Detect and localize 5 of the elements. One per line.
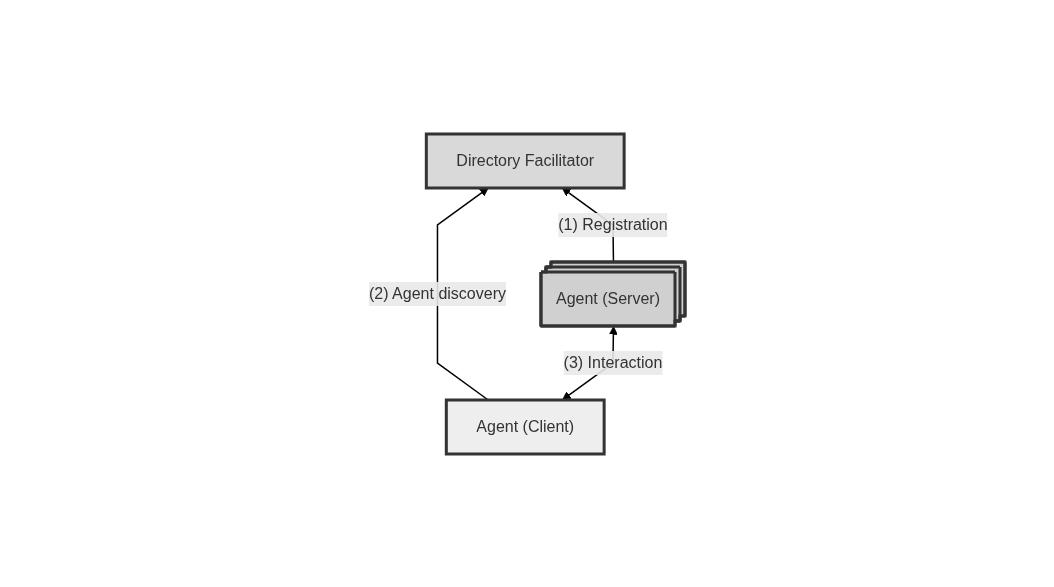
node-box: Agent (Client) bbox=[444, 398, 606, 455]
node-box: Directory Facilitator bbox=[424, 132, 626, 189]
edge-label: (1) Registration bbox=[558, 215, 668, 233]
edge-label: (2) Agent discovery bbox=[369, 284, 506, 302]
edge-label: (3) Interaction bbox=[563, 353, 663, 371]
